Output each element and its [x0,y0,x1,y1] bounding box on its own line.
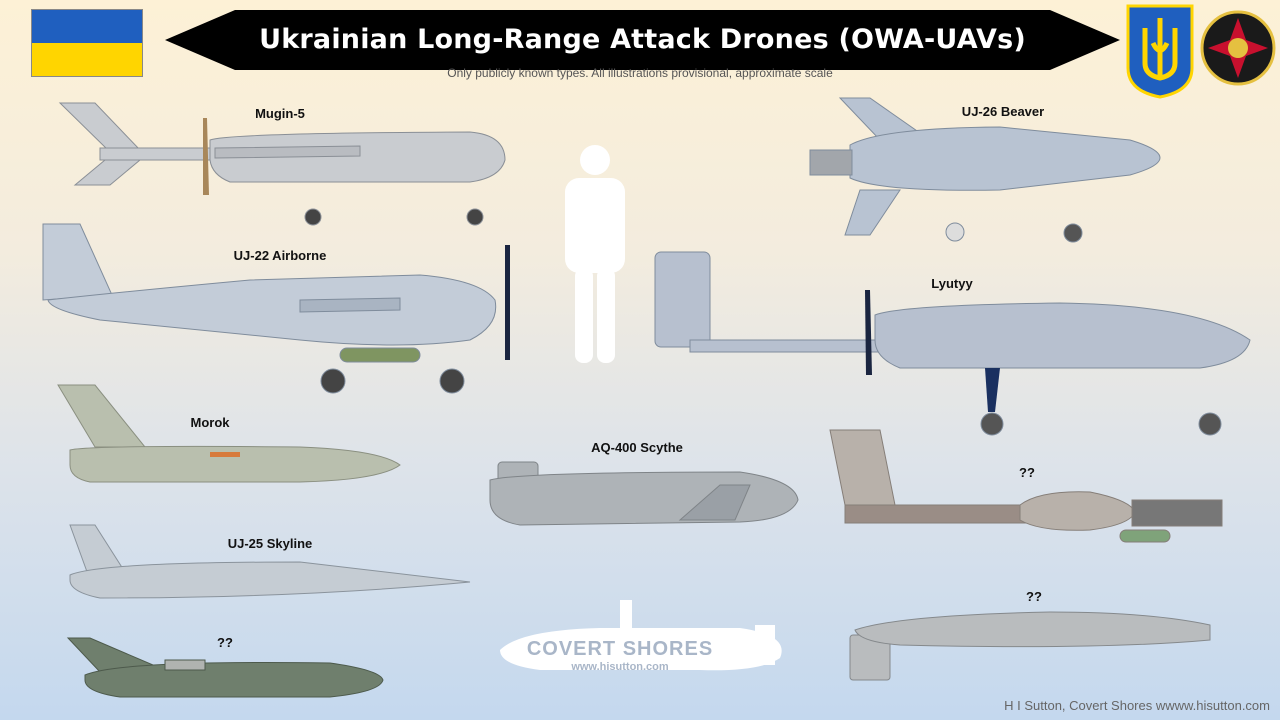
drone-uj-25-skyline [69,524,471,599]
drone-label-lyutyy: Lyutyy [931,276,973,291]
covert-shores-logo [500,600,782,671]
drone-label-uj-22-airborne: UJ-22 Airborne [233,248,327,263]
logo-url: www.hisutton.com [571,661,669,673]
credit-text: H I Sutton, Covert Shores wwww.hisutton.… [1004,698,1270,713]
drone-mugin-5 [58,102,506,226]
military-emblem-icon [1200,10,1276,86]
drone-label-unknown-1: ?? [1019,465,1035,480]
human-silhouette [565,145,625,363]
page-title: Ukrainian Long-Range Attack Drones (OWA-… [259,24,1026,55]
ukraine-flag [31,9,143,77]
drone-morok [57,384,401,483]
drone-lyutyy [654,251,1251,436]
drone-aq-400-scythe [489,461,799,526]
drone-unknown-3 [66,637,384,698]
drone-label-mugin-5: Mugin-5 [255,106,305,121]
drone-label-uj-25-skyline: UJ-25 Skyline [227,536,313,551]
drone-label-unknown-3: ?? [217,635,233,650]
drone-label-uj-26-beaver: UJ-26 Beaver [961,104,1045,119]
drone-label-aq-400-scythe: AQ-400 Scythe [591,440,683,455]
drone-unknown-1 [829,429,1223,543]
drone-uj-26-beaver [809,97,1161,243]
drone-uj-22-airborne [42,223,510,394]
title-banner [165,10,1120,70]
drone-unknown-2 [849,611,1211,681]
page-subtitle: Only publicly known types. All illustrat… [447,66,833,80]
drone-label-unknown-2: ?? [1026,589,1042,604]
drone-label-morok: Morok [190,415,230,430]
coat-of-arms-icon [1126,4,1194,99]
logo-name: COVERT SHORES [526,638,714,660]
